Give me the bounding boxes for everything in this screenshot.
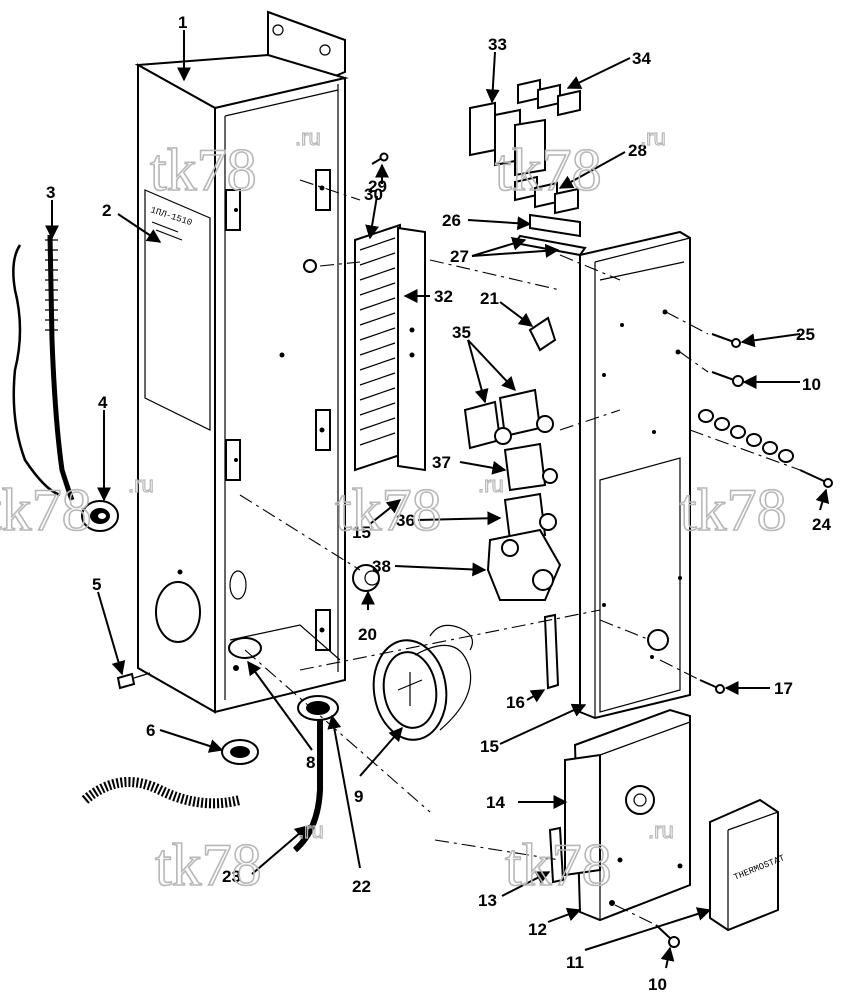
callout-30: 30: [364, 185, 383, 204]
callout-22: 22: [352, 877, 371, 896]
watermark-text: tk78: [150, 137, 257, 203]
gauge: [372, 624, 473, 741]
callout-20: 20: [358, 625, 377, 644]
callout-2: 2: [102, 201, 111, 220]
callout-10-lower: 10: [648, 975, 667, 994]
bottom-bracket: THERMOSTAT: [548, 708, 787, 932]
assembly-lines: [239, 179, 801, 926]
watermark-text: tk78: [335, 477, 442, 543]
callout-17: 17: [774, 679, 793, 698]
callout-21: 21: [480, 289, 499, 308]
callout-1: 1: [178, 13, 187, 32]
callout-10-upper: 10: [802, 375, 821, 394]
watermark-text: tk78: [680, 477, 787, 543]
watermark-suffix: .ru: [298, 818, 324, 843]
callout-33: 33: [488, 35, 507, 54]
switches: [463, 388, 562, 601]
watermark-suffix: .ru: [295, 125, 321, 150]
watermark-text: tk78: [495, 137, 602, 203]
callout-26: 26: [442, 211, 461, 230]
terminal-strip: [354, 223, 426, 472]
callout-12: 12: [528, 920, 547, 939]
watermarks: tk78 .ru tk78 .ru tk78 .ru tk78 .ru tk78…: [0, 124, 787, 898]
watermark-suffix: .ru: [648, 818, 674, 843]
callout-35: 35: [452, 323, 471, 342]
callout-9: 9: [354, 787, 363, 806]
callout-29: 29: [368, 177, 387, 196]
cover-panel: [579, 230, 691, 720]
callout-23: 23: [222, 867, 241, 886]
watermark-suffix: .ru: [478, 472, 504, 497]
watermark-suffix: .ru: [128, 472, 154, 497]
callout-16: 16: [506, 693, 525, 712]
callout-32: 32: [434, 287, 453, 306]
callout-4: 4: [98, 393, 108, 412]
watermark-text: tk78: [505, 832, 612, 898]
callout-3: 3: [46, 183, 55, 202]
relays: [469, 78, 587, 257]
callout-5: 5: [92, 575, 101, 594]
fasteners: [303, 152, 833, 948]
callout-labels: 1 2 3 4 5 6 8 9 10 10 11 12 13 14 15 15 …: [46, 13, 831, 994]
callout-34: 34: [632, 49, 651, 68]
callout-28: 28: [628, 141, 647, 160]
callout-36: 36: [396, 511, 415, 530]
callout-15-upper: 15: [352, 523, 371, 542]
housing-box: 1ПЛ-1510: [134, 10, 349, 714]
watermark-text: tk78: [0, 477, 92, 543]
callout-38: 38: [372, 557, 391, 576]
callout-14: 14: [486, 793, 505, 812]
watermark-text: tk78: [155, 832, 262, 898]
grommets-and-cables: [12, 234, 339, 853]
callout-27: 27: [450, 247, 469, 266]
small-parts: [352, 316, 560, 690]
callout-13: 13: [478, 891, 497, 910]
callout-6: 6: [146, 721, 155, 740]
callout-25: 25: [796, 325, 815, 344]
callout-11: 11: [566, 953, 584, 972]
watermark-suffix: .ru: [640, 125, 666, 150]
callout-24: 24: [812, 515, 831, 534]
callout-8: 8: [306, 753, 315, 772]
leader-arrows: [45, 30, 830, 969]
callout-15-lower: 15: [480, 737, 499, 756]
callout-37: 37: [432, 453, 451, 472]
